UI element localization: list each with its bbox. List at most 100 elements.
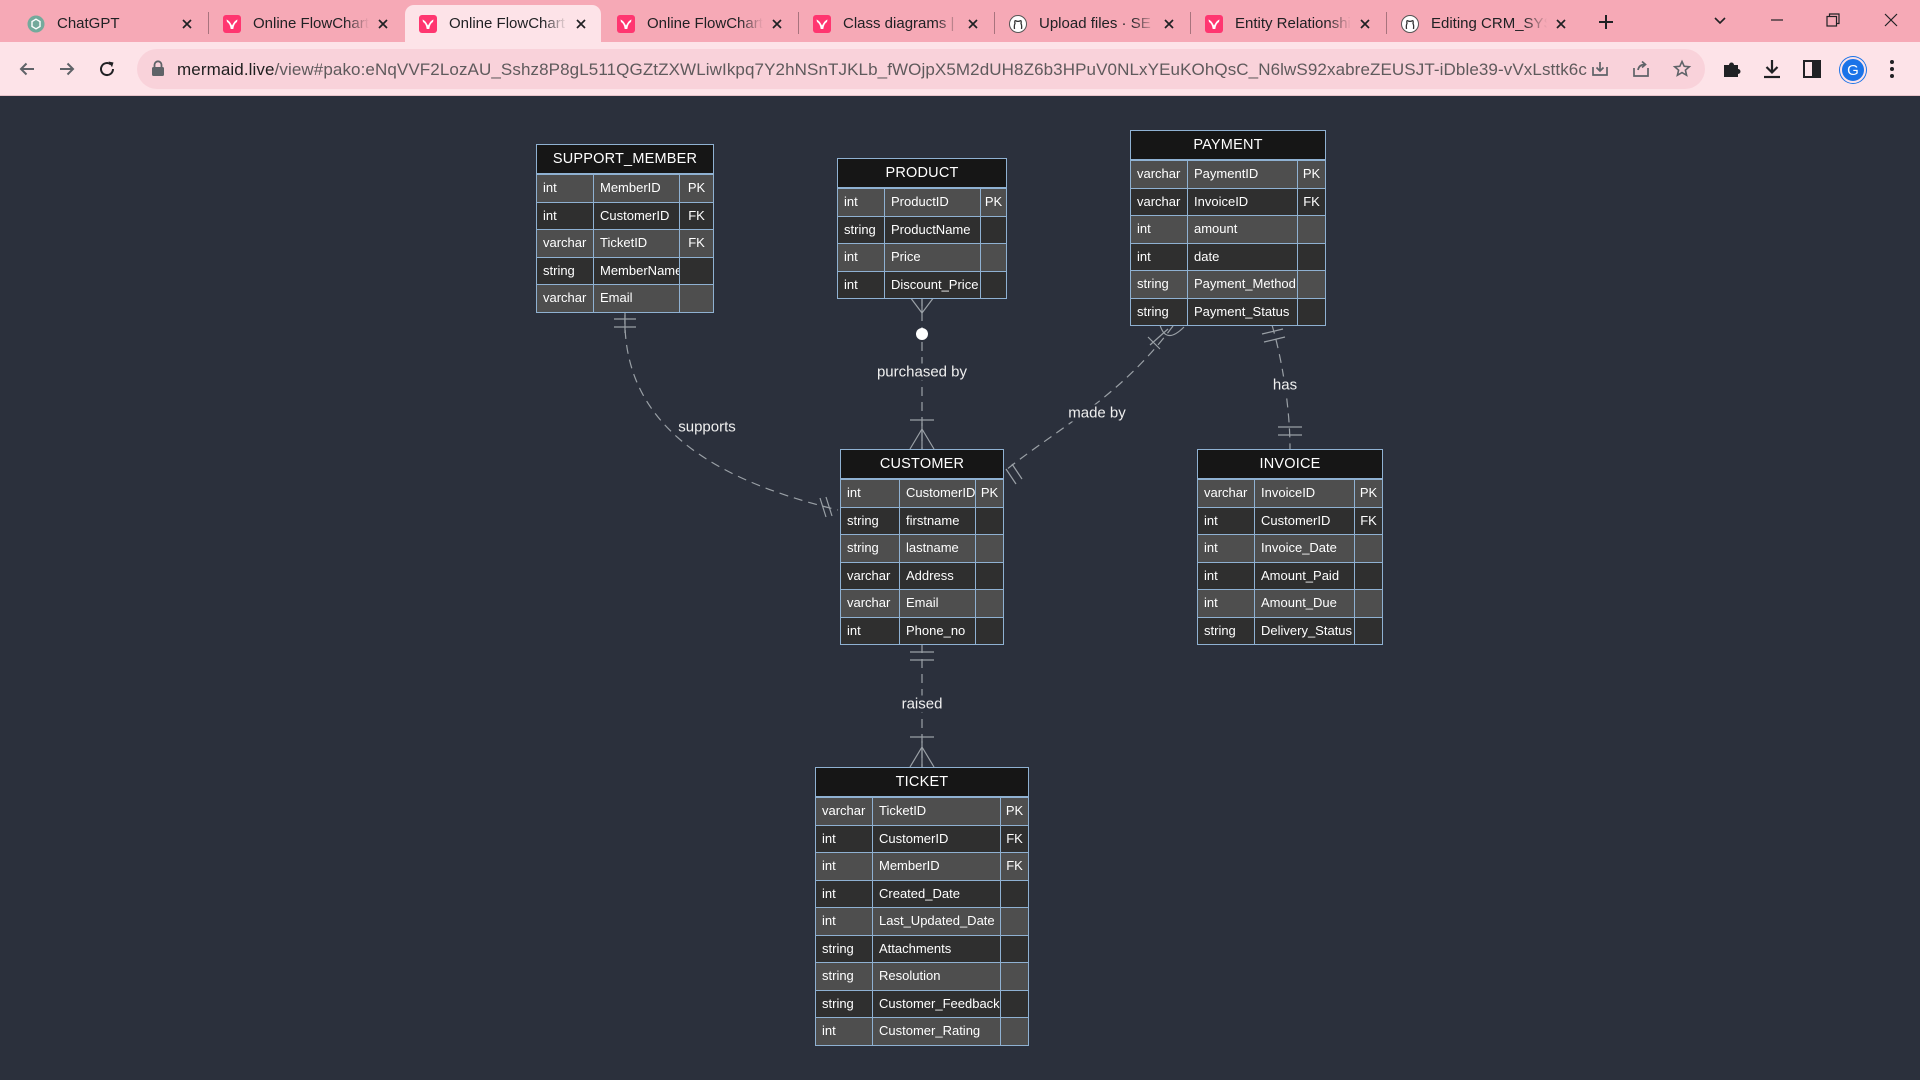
tab-entity-relationship[interactable]: Entity Relationship Diagrams | Mermaid <box>1191 5 1385 42</box>
relationship-label-raised: raised <box>899 695 945 713</box>
attribute-name: InvoiceID <box>1187 188 1297 215</box>
attribute-type: int <box>838 271 884 298</box>
close-tab-icon[interactable] <box>179 16 195 32</box>
relationship-line-made-by <box>1005 325 1174 471</box>
mermaid-icon <box>617 14 635 33</box>
attribute-key <box>975 507 1003 534</box>
plus-icon <box>1599 15 1613 29</box>
attribute-key <box>975 535 1003 562</box>
profile-avatar[interactable]: G <box>1840 57 1866 83</box>
attribute-type: int <box>1198 590 1254 617</box>
install-icon <box>1592 62 1608 76</box>
browser-menu-button[interactable] <box>1880 57 1904 81</box>
tab-title: Online FlowChart & Diagrams Editor - Mer… <box>449 15 567 32</box>
downloads-button[interactable] <box>1760 57 1784 81</box>
tab-class-diagrams[interactable]: Class diagrams | Mermaid <box>799 5 993 42</box>
reload-button[interactable] <box>91 53 123 85</box>
install-app-button[interactable] <box>1589 58 1611 80</box>
attribute-name: TicketID <box>872 798 1000 825</box>
restore-button[interactable] <box>1810 0 1856 40</box>
tab-editing-crm[interactable]: Editing CRM_SYS <box>1387 5 1581 42</box>
tab-separator <box>1190 12 1191 34</box>
attribute-type: string <box>841 507 899 534</box>
cardinality-marker <box>916 328 928 340</box>
attribute-type: string <box>537 257 593 284</box>
attribute-key <box>980 244 1006 271</box>
browser-tab-strip: ChatGPT Online FlowChart & Diagrams Edit… <box>0 0 1920 42</box>
entity-title: PAYMENT <box>1131 131 1325 160</box>
mermaid-icon <box>419 14 437 33</box>
close-tab-icon[interactable] <box>375 16 391 32</box>
attribute-key <box>1000 990 1028 1017</box>
attribute-key: PK <box>1354 480 1382 507</box>
extensions-button[interactable] <box>1720 57 1744 81</box>
close-tab-icon[interactable] <box>965 16 981 32</box>
back-button[interactable] <box>11 53 43 85</box>
tab-mermaid-editor-active[interactable]: Online FlowChart & Diagrams Editor - Mer… <box>405 5 601 42</box>
attribute-key <box>975 562 1003 589</box>
share-button[interactable] <box>1630 58 1652 80</box>
attribute-type: int <box>537 202 593 229</box>
forward-button[interactable] <box>51 53 83 85</box>
tab-mermaid-editor-1[interactable]: Online FlowChart & Diagrams Editor - Mer… <box>209 5 403 42</box>
attribute-type: varchar <box>841 562 899 589</box>
tab-mermaid-editor-3[interactable]: Online FlowChart & Diagrams Editor - Mer… <box>603 5 797 42</box>
tab-search-button[interactable] <box>1697 0 1743 40</box>
lock-icon[interactable] <box>151 60 165 77</box>
tab-title: ChatGPT <box>57 15 120 32</box>
attribute-name: Last_Updated_Date <box>872 908 1000 935</box>
attribute-type: varchar <box>1198 480 1254 507</box>
attribute-key <box>1000 880 1028 907</box>
address-bar[interactable]: mermaid.live/view#pako:eNqVVF2LozAU_Sshz… <box>137 49 1705 89</box>
side-panel-button[interactable] <box>1800 57 1824 81</box>
attribute-key <box>679 285 713 312</box>
kebab-menu-icon <box>1890 60 1894 78</box>
attribute-key: PK <box>1000 798 1028 825</box>
attribute-key <box>679 257 713 284</box>
close-tab-icon[interactable] <box>1161 16 1177 32</box>
new-tab-button[interactable] <box>1588 2 1624 42</box>
attribute-name: Address <box>899 562 975 589</box>
attribute-name: MemberID <box>593 175 679 202</box>
attribute-key: FK <box>1354 507 1382 534</box>
cardinality-marker <box>909 736 935 768</box>
url-host: mermaid.live <box>177 60 275 79</box>
cardinality-marker <box>1261 328 1286 343</box>
attribute-key: FK <box>679 202 713 229</box>
close-tab-icon[interactable] <box>769 16 785 32</box>
attribute-type: int <box>1131 243 1187 270</box>
relationship-line-supports <box>624 314 839 511</box>
tab-separator <box>994 12 995 34</box>
tab-chatgpt[interactable]: ChatGPT <box>13 5 207 42</box>
diagram-canvas: supports purchased by made by has raised… <box>0 97 1920 1080</box>
minimize-button[interactable] <box>1754 0 1800 40</box>
close-window-button[interactable] <box>1868 0 1914 40</box>
attribute-name: amount <box>1187 216 1297 243</box>
bookmark-button[interactable] <box>1671 58 1693 80</box>
entity-title: CUSTOMER <box>841 450 1003 479</box>
tab-upload-files[interactable]: Upload files · SE <box>995 5 1189 42</box>
attribute-key: FK <box>679 230 713 257</box>
close-tab-icon[interactable] <box>573 16 589 32</box>
attribute-name: lastname <box>899 535 975 562</box>
close-tab-icon[interactable] <box>1553 16 1569 32</box>
url-text[interactable]: mermaid.live/view#pako:eNqVVF2LozAU_Sshz… <box>177 60 1587 80</box>
attribute-name: Created_Date <box>872 880 1000 907</box>
attribute-type: varchar <box>537 285 593 312</box>
tab-title: Online FlowChart & Diagrams Editor - Mer… <box>647 15 763 32</box>
attribute-key: PK <box>980 189 1006 216</box>
close-tab-icon[interactable] <box>1357 16 1373 32</box>
